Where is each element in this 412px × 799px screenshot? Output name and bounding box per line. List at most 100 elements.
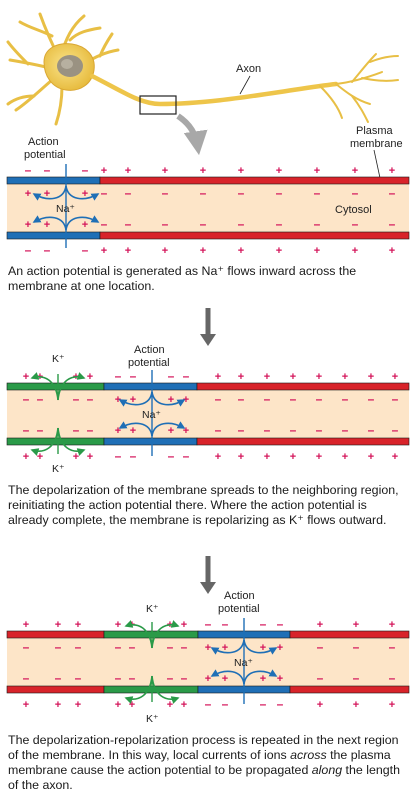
negative-charge: – bbox=[23, 640, 30, 654]
negative-charge: – bbox=[115, 671, 122, 685]
negative-charge: – bbox=[168, 449, 175, 463]
panel-1-caption: An action potential is generated as Na⁺ … bbox=[8, 264, 357, 293]
positive-charge: + bbox=[162, 165, 168, 177]
negative-charge: – bbox=[264, 392, 271, 406]
caption-3-part-3: the length of the axon. bbox=[8, 763, 400, 792]
negative-charge: – bbox=[129, 640, 136, 654]
negative-charge: – bbox=[25, 163, 32, 177]
negative-charge: – bbox=[75, 640, 82, 654]
negative-charge: – bbox=[101, 217, 108, 231]
positive-charge: + bbox=[82, 188, 88, 200]
negative-charge: – bbox=[389, 671, 396, 685]
p3-membrane-bottom-resting bbox=[6, 685, 105, 694]
positive-charge: + bbox=[125, 165, 131, 177]
negative-charge: – bbox=[37, 423, 44, 437]
negative-charge: – bbox=[389, 186, 396, 200]
p3-membrane-top-resting bbox=[6, 630, 105, 639]
caption-3-part-1: The depolarization-repolarization proces… bbox=[8, 733, 399, 762]
p2-k-arrow-top-right bbox=[57, 372, 86, 401]
positive-charge: + bbox=[215, 371, 221, 383]
positive-charge: + bbox=[389, 619, 395, 631]
p1-membrane-bottom-resting bbox=[99, 231, 410, 240]
negative-charge: – bbox=[125, 186, 132, 200]
p1-action-potential-line2: potential bbox=[24, 149, 66, 161]
positive-charge: + bbox=[353, 699, 359, 711]
positive-charge: + bbox=[115, 425, 121, 437]
negative-charge: – bbox=[238, 217, 245, 231]
positive-charge: + bbox=[44, 188, 50, 200]
positive-charge: + bbox=[168, 425, 174, 437]
p2-k-arrow-bottom-left bbox=[30, 427, 59, 456]
p3-membrane-top-repolarizing bbox=[103, 630, 199, 639]
negative-charge: – bbox=[87, 423, 94, 437]
positive-charge: + bbox=[353, 619, 359, 631]
negative-charge: – bbox=[44, 243, 51, 257]
positive-charge: + bbox=[162, 245, 168, 257]
positive-charge: + bbox=[130, 425, 136, 437]
negative-charge: – bbox=[368, 423, 375, 437]
positive-charge: + bbox=[389, 699, 395, 711]
negative-charge: – bbox=[342, 423, 349, 437]
p3-k-arrow-bottom-right bbox=[151, 675, 180, 704]
p1-membrane-top-resting bbox=[99, 176, 410, 185]
positive-charge: + bbox=[183, 394, 189, 406]
p3-k-label-bottom: K⁺ bbox=[146, 713, 159, 725]
plasma-membrane-line1: Plasma bbox=[356, 125, 394, 137]
negative-charge: – bbox=[238, 392, 245, 406]
positive-charge: + bbox=[87, 371, 93, 383]
axon-label: Axon bbox=[236, 63, 261, 75]
negative-charge: – bbox=[183, 449, 190, 463]
panel-2: Action potential ++––++––++––++––––++––+… bbox=[6, 308, 410, 475]
positive-charge: + bbox=[75, 699, 81, 711]
p3-k-arrow-top-right bbox=[151, 620, 180, 649]
negative-charge: – bbox=[181, 671, 188, 685]
negative-charge: – bbox=[392, 423, 399, 437]
caption-3-across: across bbox=[290, 748, 327, 762]
positive-charge: + bbox=[352, 245, 358, 257]
negative-charge: – bbox=[342, 392, 349, 406]
positive-charge: + bbox=[260, 642, 266, 654]
negative-charge: – bbox=[238, 423, 245, 437]
negative-charge: – bbox=[200, 217, 207, 231]
p3-membrane-bottom-resting bbox=[289, 685, 410, 694]
negative-charge: – bbox=[260, 617, 267, 631]
p3-na-arrow-lower-left bbox=[210, 669, 245, 685]
p2-membrane-bottom-depolarized bbox=[103, 437, 198, 446]
negative-charge: – bbox=[130, 449, 137, 463]
positive-charge: + bbox=[290, 451, 296, 463]
negative-charge: – bbox=[389, 217, 396, 231]
p2-k-label-top: K⁺ bbox=[52, 353, 65, 365]
positive-charge: + bbox=[25, 219, 31, 231]
caption-3-along: along bbox=[311, 763, 343, 777]
p2-membrane-top-resting bbox=[196, 382, 410, 391]
positive-charge: + bbox=[276, 165, 282, 177]
p2-k-label-bottom: K⁺ bbox=[52, 463, 65, 475]
positive-charge: + bbox=[130, 394, 136, 406]
negative-charge: – bbox=[290, 392, 297, 406]
p3-k-label-top: K⁺ bbox=[146, 603, 159, 615]
positive-charge: + bbox=[168, 394, 174, 406]
positive-charge: + bbox=[167, 699, 173, 711]
p1-membrane-bottom-depolarized bbox=[6, 231, 101, 240]
negative-charge: – bbox=[55, 671, 62, 685]
p3-k-arrow-bottom-left bbox=[124, 675, 153, 704]
positive-charge: + bbox=[44, 219, 50, 231]
positive-charge: + bbox=[129, 699, 135, 711]
negative-charge: – bbox=[23, 423, 30, 437]
axon-zoom-box bbox=[139, 95, 177, 115]
positive-charge: + bbox=[238, 451, 244, 463]
p1-na-label: Na⁺ bbox=[56, 203, 75, 215]
negative-charge: – bbox=[25, 243, 32, 257]
negative-charge: – bbox=[87, 392, 94, 406]
negative-charge: – bbox=[162, 217, 169, 231]
p1-na-arrow-upper-right bbox=[65, 185, 100, 201]
positive-charge: + bbox=[316, 451, 322, 463]
p1-na-arrow-lower-left bbox=[32, 215, 67, 231]
negative-charge: – bbox=[37, 392, 44, 406]
p2-action-potential-line2: potential bbox=[128, 357, 170, 369]
negative-charge: – bbox=[115, 640, 122, 654]
negative-charge: – bbox=[200, 186, 207, 200]
panel-3: Action potential ++––++––++––++––++––++–… bbox=[6, 556, 410, 725]
positive-charge: + bbox=[368, 371, 374, 383]
